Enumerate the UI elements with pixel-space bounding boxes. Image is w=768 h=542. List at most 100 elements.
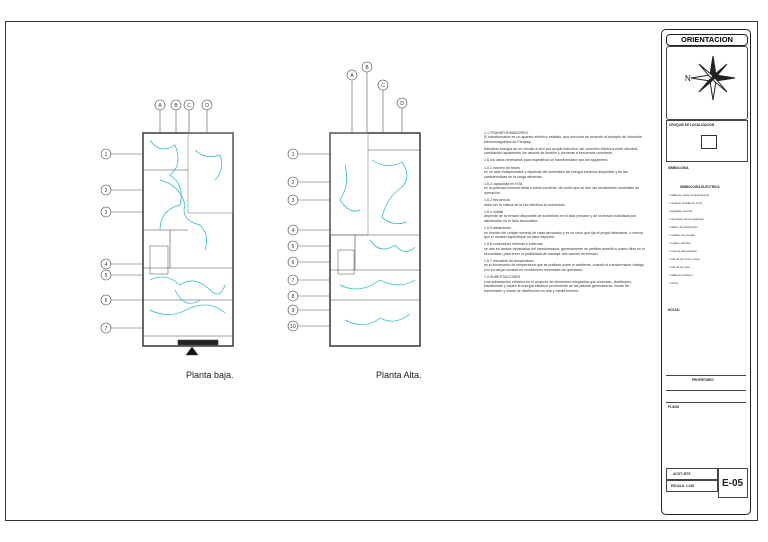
sheet-number: E-05 xyxy=(722,478,744,489)
orientation-box xyxy=(666,46,748,120)
orientation-title: ORIENTACION xyxy=(666,34,748,46)
grid-bubble xyxy=(100,258,112,270)
grid-bubble xyxy=(287,194,299,206)
sheet-number-box: E-05 xyxy=(718,468,748,498)
note-heading: 1.6.2 capacidad en KVA xyxy=(484,181,523,186)
grid-bubble xyxy=(201,99,213,111)
grid-bubble xyxy=(287,320,299,332)
grid-bubble xyxy=(287,240,299,252)
note-text: es un dato indispensable y depende del s… xyxy=(484,170,628,179)
grid-bubble-label: 6 xyxy=(292,260,295,266)
grid-bubble xyxy=(396,97,408,109)
note-text: El transformador es un aparato eléctrico… xyxy=(484,135,643,144)
grid-bubble xyxy=(361,61,373,73)
grid-bubble xyxy=(170,99,182,111)
owner-label: PROPIETARIO xyxy=(692,378,714,382)
units-text: ACOT: MTS xyxy=(673,472,691,476)
note-text: depende de la tensión disponible de sumi… xyxy=(484,214,636,223)
grid-bubble-label: 4 xyxy=(292,228,295,234)
legend-item: ○ salida de teléfono xyxy=(668,273,693,277)
note-heading: 1.6.6 conexiones internas y externas xyxy=(484,242,543,247)
grid-bubble-label: 7 xyxy=(292,278,295,284)
grid-bubble-label: B xyxy=(174,103,178,109)
note-heading: 1.6 los datos necesarios para especifica… xyxy=(484,158,609,163)
note-heading: 1.6.7 elevación de temperatura xyxy=(484,258,534,263)
location-box: CROQUIS DE LOCALIZACION xyxy=(666,120,748,162)
grid-bubble-label: 1 xyxy=(292,152,295,158)
grid-bubble xyxy=(154,99,166,111)
grid-bubble-label: D xyxy=(400,101,404,107)
note-heading: 1.1 TRANSFORMADORES. xyxy=(484,130,529,135)
north-arrow-icon: N xyxy=(685,55,736,101)
grid-bubble-label: 7 xyxy=(105,326,108,332)
lower-floor-plan xyxy=(111,110,234,356)
legend-item: ○ tubería por muro o losa xyxy=(668,257,700,261)
grid-bubble-label: 3 xyxy=(105,210,108,216)
legend-item: ○ timbre xyxy=(668,281,679,285)
grid-bubble xyxy=(287,176,299,188)
drawing-label: PLANO xyxy=(668,405,680,409)
grid-bubble xyxy=(287,304,299,316)
info-box: PLANO xyxy=(666,402,746,463)
note-heading: 1.6.1 número de fases xyxy=(484,165,520,170)
grid-bubble xyxy=(287,290,299,302)
note-text: se dan en ambos devanados del transforma… xyxy=(484,246,645,256)
grid-bubble xyxy=(287,274,299,286)
grid-bubble xyxy=(100,184,112,196)
location-label: CROQUIS DE LOCALIZACION xyxy=(669,123,715,127)
legend-item: ○ tubería por piso xyxy=(668,265,690,269)
grid-bubble-label: 5 xyxy=(292,244,295,250)
note-heading: 1.6.5 aislamiento xyxy=(484,226,512,231)
grid-bubble-label: 6 xyxy=(105,298,108,304)
technical-notes: 1.1 TRANSFORMADORES.El transformador es … xyxy=(484,128,646,293)
legend-item: ○ medidor de energía xyxy=(668,233,695,237)
grid-bubble xyxy=(287,148,299,160)
grid-bubble xyxy=(346,69,358,81)
grid-bubble-label: 9 xyxy=(292,308,295,314)
legend-item: ○ registro eléctrico xyxy=(668,241,691,245)
grid-bubble xyxy=(100,322,112,334)
grid-bubble xyxy=(377,79,389,91)
drawing-sheet-border xyxy=(5,21,758,521)
lower-plan-caption: Planta baja. xyxy=(186,370,234,380)
svg-text:N: N xyxy=(685,74,691,83)
note-text: debe ser la misma de la red eléctrica su… xyxy=(484,202,565,207)
units-box: ACOT: MTS xyxy=(666,468,718,480)
grid-bubble-label: 10 xyxy=(290,324,296,330)
legend-item: ○ línea de alimentación xyxy=(668,249,697,253)
owner-box: PROPIETARIO xyxy=(666,375,746,391)
legend-item: ○ salida de centro incandescente xyxy=(668,193,710,197)
note-text: es función del voltaje nominal de cada d… xyxy=(484,230,644,240)
note-heading: 1.9 SUBESTACIONES xyxy=(484,274,521,279)
title-block: ORIENTACION CROQUIS DE LOCALIZACION SIMB… xyxy=(661,29,751,515)
note-text: es el incremento de temperatura que se p… xyxy=(484,263,644,272)
grid-bubble-label: 2 xyxy=(105,188,108,194)
grid-bubble xyxy=(100,148,112,160)
location-sketch xyxy=(701,135,717,149)
grid-bubble-label: 5 xyxy=(105,273,108,279)
scale-text: ESCALA: 1:100 xyxy=(671,484,695,488)
note-block: 1.6 los datos necesarios para especifica… xyxy=(484,158,646,163)
grid-bubble xyxy=(100,206,112,218)
legend-item: ○ interruptor termomagnético xyxy=(668,217,705,221)
legend-title: SIMBOLOGIA ELÉCTRICA xyxy=(680,185,720,189)
note-heading: 1.6.3 frecuencia xyxy=(484,198,510,203)
grid-bubble-label: D xyxy=(205,103,209,109)
grid-bubble-label: A xyxy=(158,103,162,109)
grid-bubble-label: 2 xyxy=(292,180,295,186)
grid-bubble-label: C xyxy=(381,83,385,89)
grid-bubble xyxy=(287,256,299,268)
note-text: Una subestación eléctrica es el conjunto… xyxy=(484,279,632,293)
grid-bubble-label: 8 xyxy=(292,294,295,300)
note-text: es la potencia nominal dada a cierta cor… xyxy=(484,186,640,196)
grid-bubble-label: C xyxy=(187,103,191,109)
grid-bubble xyxy=(100,269,112,281)
